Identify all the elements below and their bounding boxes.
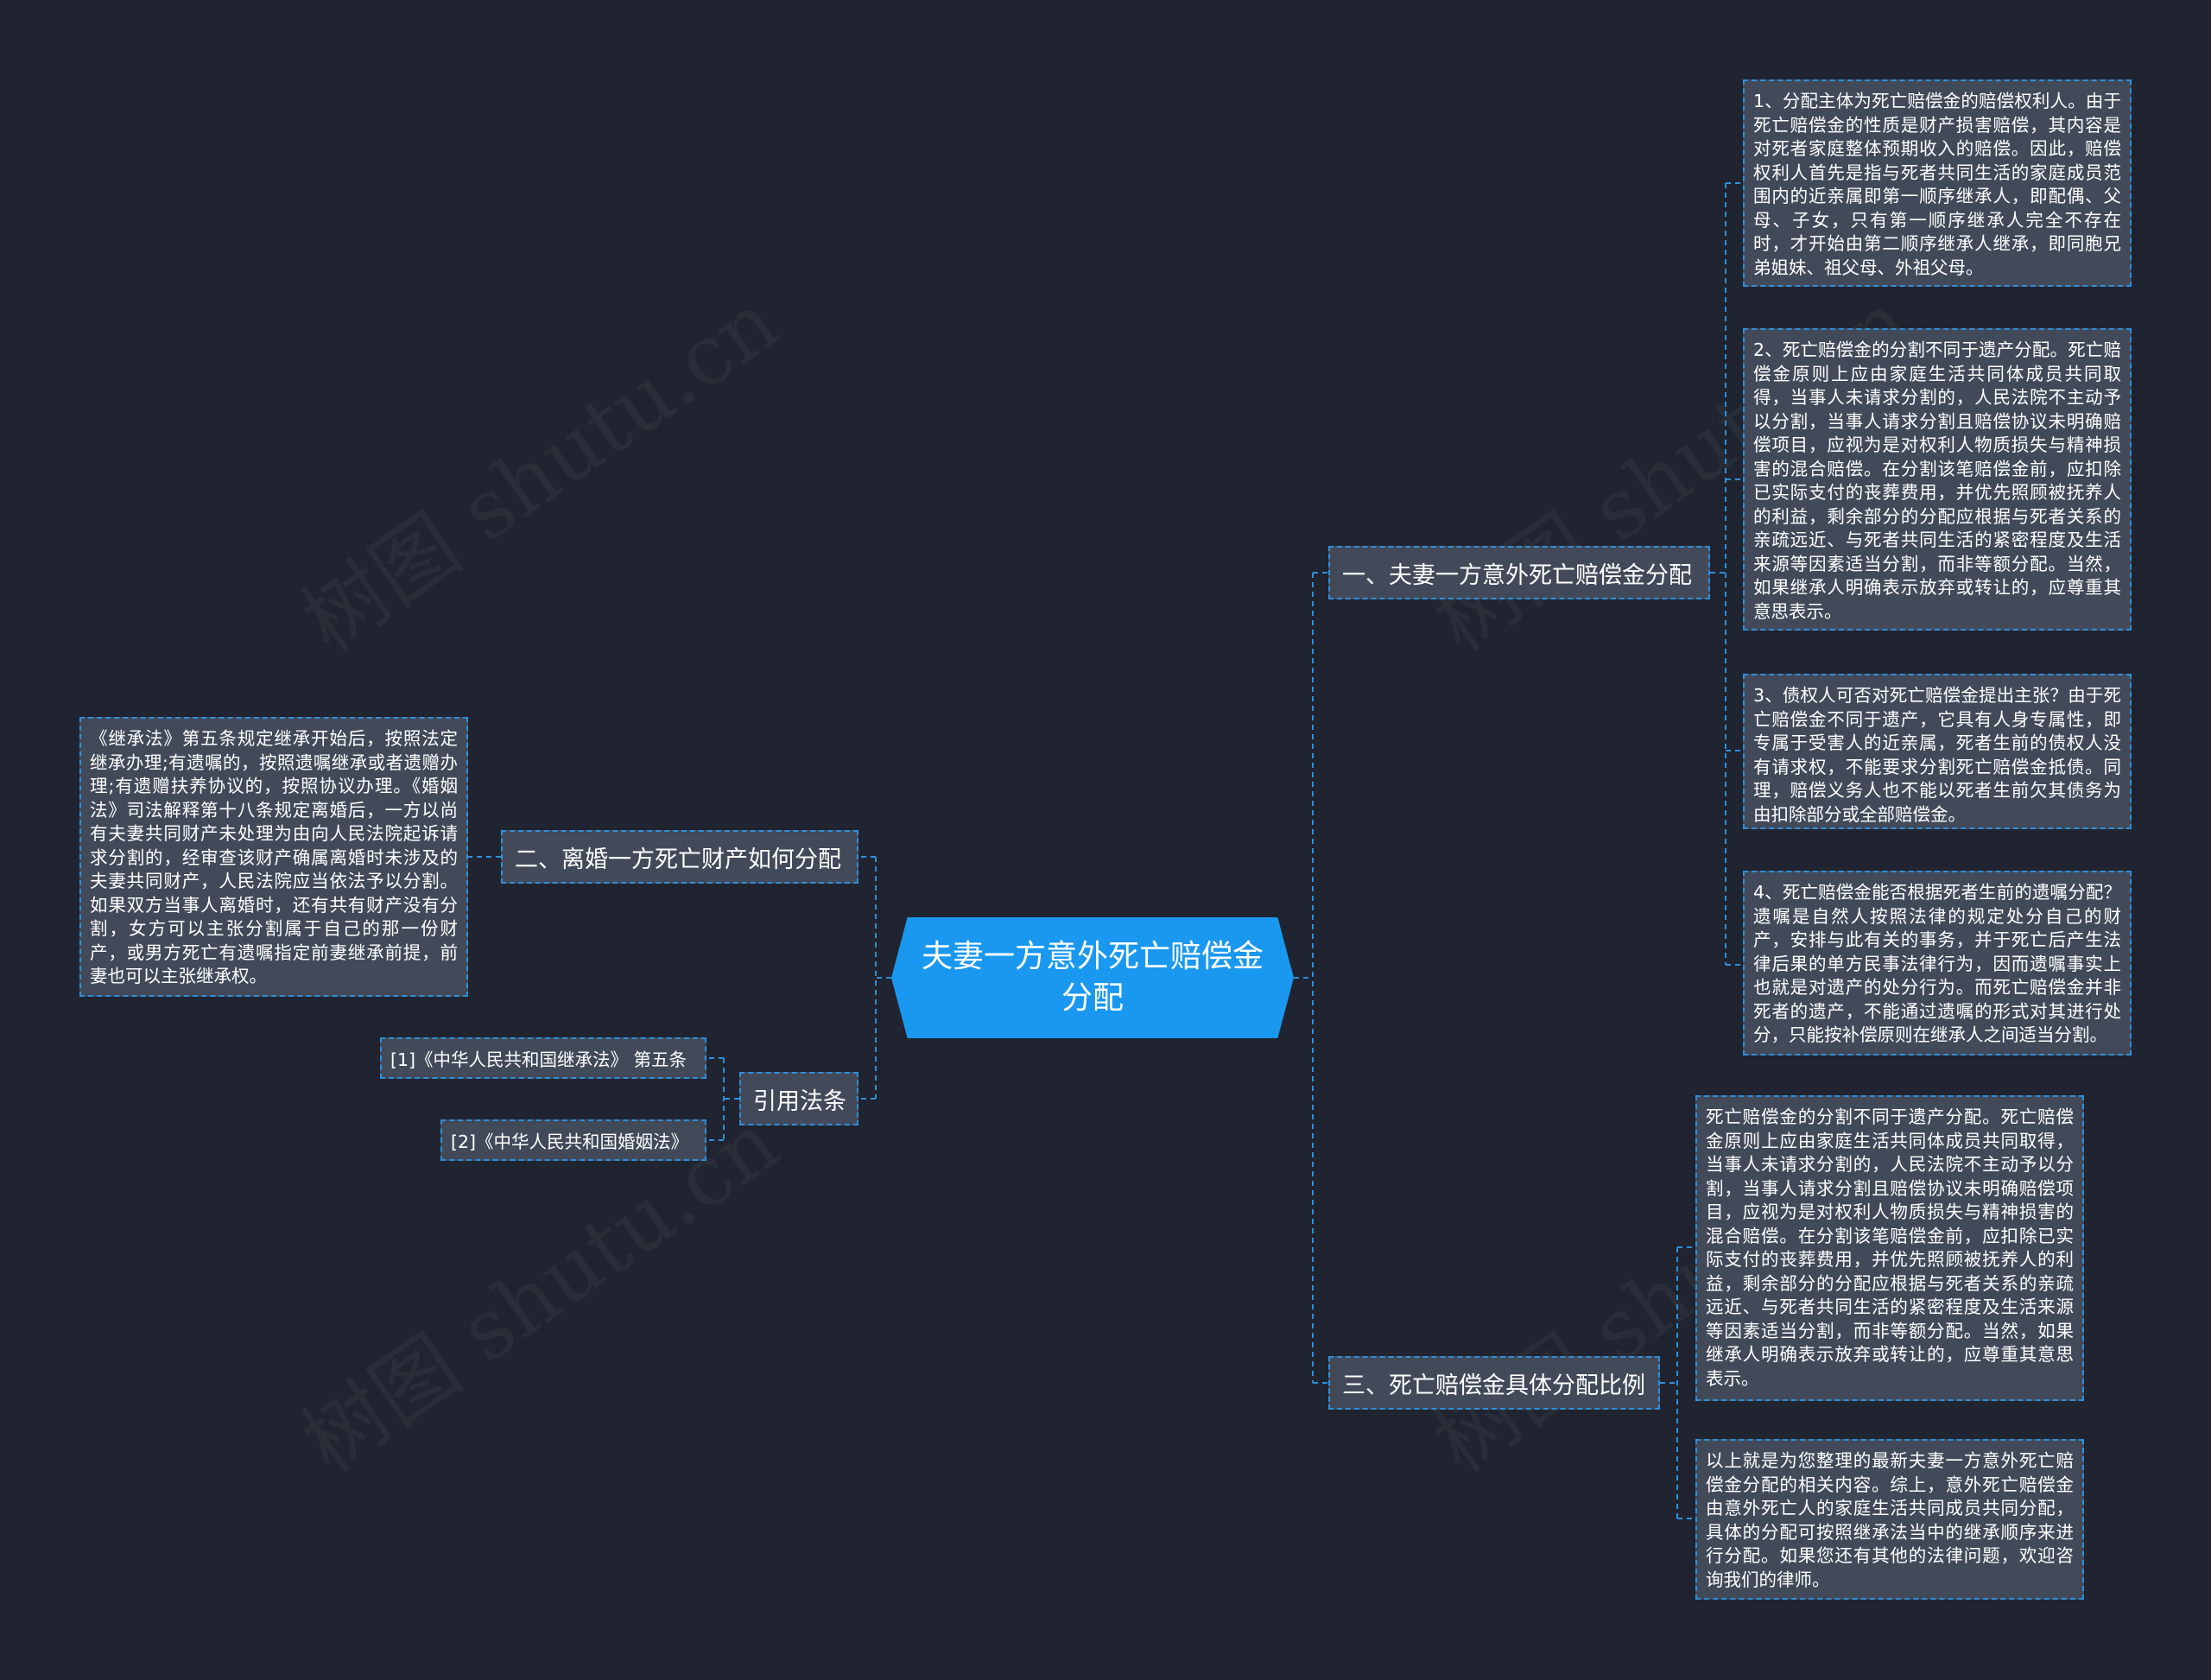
ref-text: [2]《中华人民共和国婚姻法》: [451, 1132, 689, 1152]
leaf-text: 死亡赔偿金的分割不同于遗产分配。死亡赔偿金原则上应由家庭生活共同体成员共同取得，…: [1706, 1106, 2074, 1389]
leaf-text: 3、债权人可否对死亡赔偿金提出主张？由于死亡赔偿金不同于遗产，它具有人身专属性，…: [1753, 685, 2121, 825]
branch-cited-laws[interactable]: 引用法条: [739, 1072, 858, 1125]
leaf-creditor-claim: 3、债权人可否对死亡赔偿金提出主张？由于死亡赔偿金不同于遗产，它具有人身专属性，…: [1743, 674, 2132, 829]
branch-label: 一、夫妻一方意外死亡赔偿金分配: [1342, 561, 1692, 589]
leaf-text: 4、死亡赔偿金能否根据死者生前的遗嘱分配？遗嘱是自然人按照法律的规定处分自己的财…: [1753, 882, 2121, 1045]
root-node[interactable]: 夫妻一方意外死亡赔偿金分配: [891, 917, 1294, 1038]
branch-divorce-property[interactable]: 二、离婚一方死亡财产如何分配: [501, 830, 858, 884]
leaf-divorce-law-detail: 《继承法》第五条规定继承开始后，按照法定继承办理;有遗嘱的，按照遗嘱继承或者遗赠…: [79, 717, 468, 997]
ref-inheritance-law[interactable]: [1]《中华人民共和国继承法》 第五条: [380, 1037, 706, 1079]
leaf-text: 以上就是为您整理的最新夫妻一方意外死亡赔偿金分配的相关内容。综上，意外死亡赔偿金…: [1706, 1450, 2074, 1590]
ref-marriage-law[interactable]: [2]《中华人民共和国婚姻法》: [440, 1119, 706, 1161]
leaf-text: 《继承法》第五条规定继承开始后，按照法定继承办理;有遗嘱的，按照遗嘱继承或者遗赠…: [90, 728, 458, 986]
leaf-will-distribution: 4、死亡赔偿金能否根据死者生前的遗嘱分配？遗嘱是自然人按照法律的规定处分自己的财…: [1743, 871, 2132, 1056]
branch-label: 三、死亡赔偿金具体分配比例: [1342, 1372, 1645, 1399]
branch-label: 二、离婚一方死亡财产如何分配: [515, 846, 841, 873]
root-label: 夫妻一方意外死亡赔偿金分配: [921, 939, 1264, 1016]
leaf-text: 1、分配主体为死亡赔偿金的赔偿权利人。由于死亡赔偿金的性质是财产损害赔偿，其内容…: [1753, 91, 2121, 278]
leaf-text: 2、死亡赔偿金的分割不同于遗产分配。死亡赔偿金原则上应由家庭生活共同体成员共同取…: [1753, 339, 2121, 622]
leaf-ratio-detail: 死亡赔偿金的分割不同于遗产分配。死亡赔偿金原则上应由家庭生活共同体成员共同取得，…: [1695, 1095, 2084, 1401]
branch-label: 引用法条: [753, 1087, 846, 1115]
leaf-distribution-subject: 1、分配主体为死亡赔偿金的赔偿权利人。由于死亡赔偿金的性质是财产损害赔偿，其内容…: [1743, 79, 2132, 287]
leaf-summary: 以上就是为您整理的最新夫妻一方意外死亡赔偿金分配的相关内容。综上，意外死亡赔偿金…: [1695, 1439, 2084, 1600]
branch-death-compensation-distribution[interactable]: 一、夫妻一方意外死亡赔偿金分配: [1328, 546, 1710, 599]
branch-distribution-ratio[interactable]: 三、死亡赔偿金具体分配比例: [1328, 1356, 1660, 1410]
leaf-division-not-inheritance: 2、死亡赔偿金的分割不同于遗产分配。死亡赔偿金原则上应由家庭生活共同体成员共同取…: [1743, 328, 2132, 631]
ref-text: [1]《中华人民共和国继承法》 第五条: [390, 1049, 687, 1070]
